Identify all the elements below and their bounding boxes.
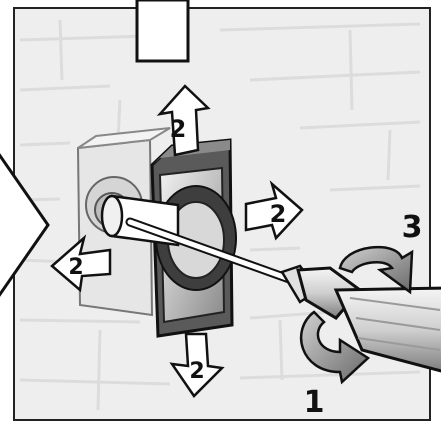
top-panel-outline	[135, 0, 190, 63]
arrow-up-icon: 2	[156, 84, 211, 157]
arrow-right-label: 2	[270, 200, 287, 228]
arrow-up-label: 2	[170, 115, 187, 143]
arrow-right-icon: 2	[244, 180, 304, 241]
arrow-left-icon: 2	[50, 234, 112, 293]
screwdriver	[125, 217, 441, 373]
big-right-arrow-icon	[0, 153, 50, 297]
arrow-down-icon: 2	[169, 332, 225, 398]
arrow-down-label: 2	[189, 359, 204, 384]
rotation-arrow-3-icon	[338, 245, 414, 295]
step-number-3: 3	[402, 210, 423, 245]
step-number-1: 1	[304, 385, 325, 420]
rotation-arrow-1-icon	[299, 310, 371, 385]
arrow-left-label: 2	[68, 255, 83, 280]
